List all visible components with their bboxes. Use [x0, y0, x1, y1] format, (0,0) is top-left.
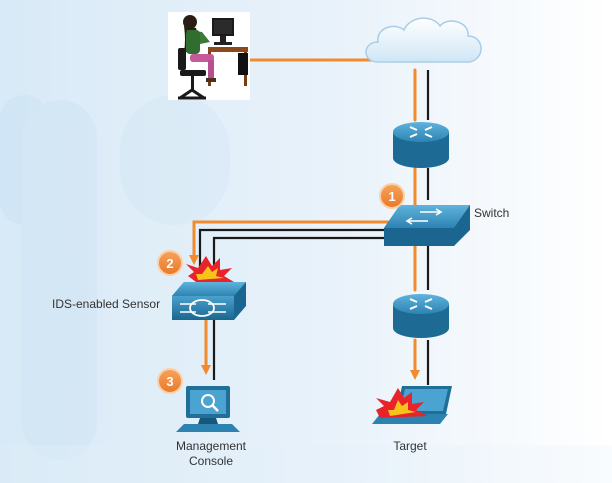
router-icon	[393, 122, 449, 168]
management-console-label-line1: Management	[175, 439, 247, 453]
svg-text:3: 3	[166, 374, 173, 389]
explosion-icon	[186, 256, 234, 282]
attack-path	[189, 58, 420, 380]
ids-sensor-icon	[172, 282, 246, 320]
attacker-workstation-icon	[168, 12, 250, 100]
management-console-icon	[176, 386, 240, 432]
target-label: Target	[393, 439, 427, 453]
step-badge-1: 1	[379, 183, 405, 209]
switch-icon	[384, 205, 470, 246]
background-decoration	[0, 95, 612, 483]
svg-text:2: 2	[166, 256, 173, 271]
management-console-label-line2: Console	[188, 454, 234, 468]
switch-label: Switch	[474, 206, 510, 220]
ids-sensor-label: IDS-enabled Sensor	[52, 297, 161, 311]
step-badge-2: 2	[157, 250, 183, 276]
step-badge-3: 3	[157, 368, 183, 394]
router-icon	[393, 294, 449, 338]
svg-text:1: 1	[388, 189, 395, 204]
explosion-icon	[376, 388, 428, 418]
cloud-icon	[365, 17, 482, 63]
black-links	[198, 70, 430, 385]
